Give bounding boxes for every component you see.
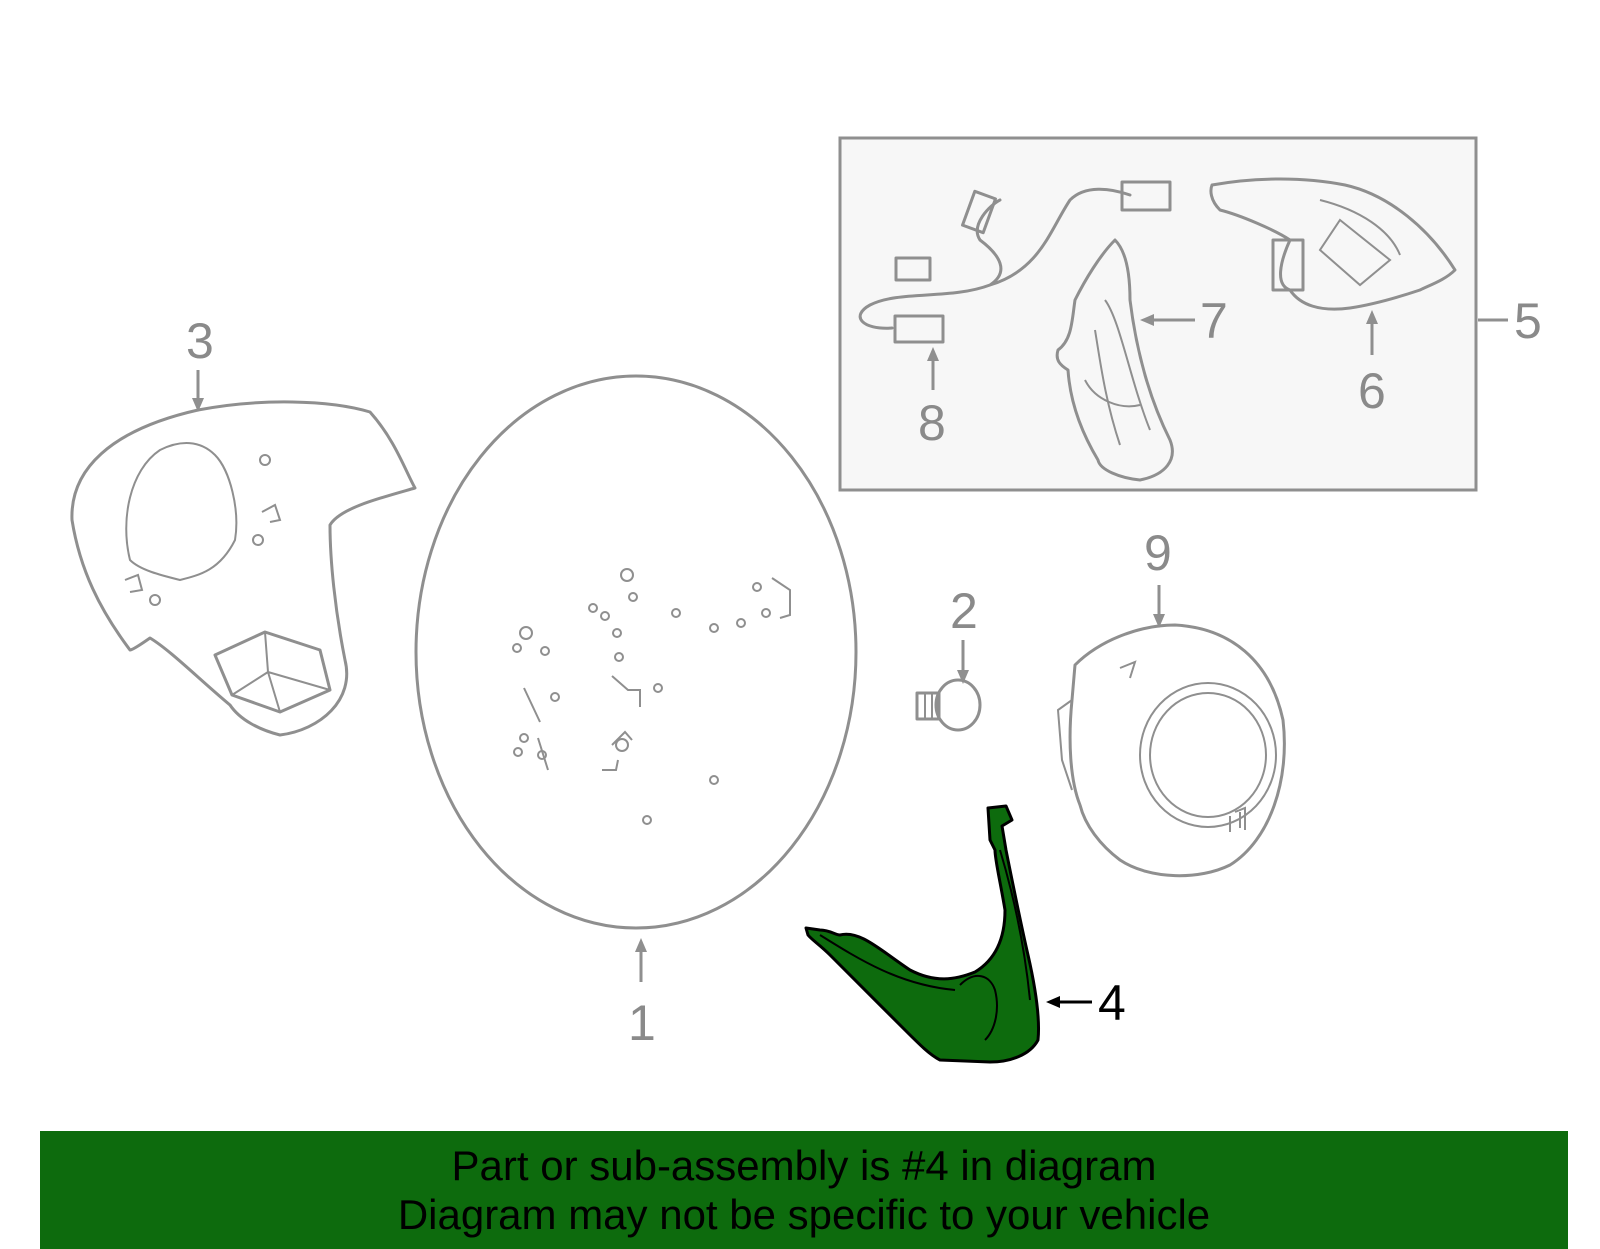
banner-line-disclaimer: Diagram may not be specific to your vehi… (397, 1191, 1211, 1238)
bolt-2 (915, 678, 982, 732)
callout-2: 2 (950, 583, 978, 639)
steering-wheel-1 (414, 374, 858, 930)
callout-3: 3 (186, 313, 214, 369)
leader-arrows (192, 310, 1508, 1008)
lower-cover-4 (804, 804, 1040, 1064)
info-banner: Part or sub-assembly is #4 in diagram Di… (40, 1131, 1568, 1249)
left-switch-7 (1055, 238, 1174, 482)
callout-4: 4 (1098, 975, 1126, 1031)
wiring-harness-8 (858, 180, 1172, 344)
airbag-9 (1056, 623, 1286, 878)
callout-9: 9 (1144, 525, 1172, 581)
banner-line-part-number: Part or sub-assembly is #4 in diagram (451, 1142, 1157, 1189)
rear-cover-3 (70, 400, 417, 737)
callout-1: 1 (628, 995, 656, 1051)
subassembly-box-5 (838, 136, 1478, 492)
callout-5: 5 (1514, 293, 1542, 349)
right-switch-6 (1209, 177, 1457, 311)
callout-8: 8 (918, 395, 946, 451)
callout-6: 6 (1358, 363, 1386, 419)
callout-7: 7 (1200, 293, 1228, 349)
